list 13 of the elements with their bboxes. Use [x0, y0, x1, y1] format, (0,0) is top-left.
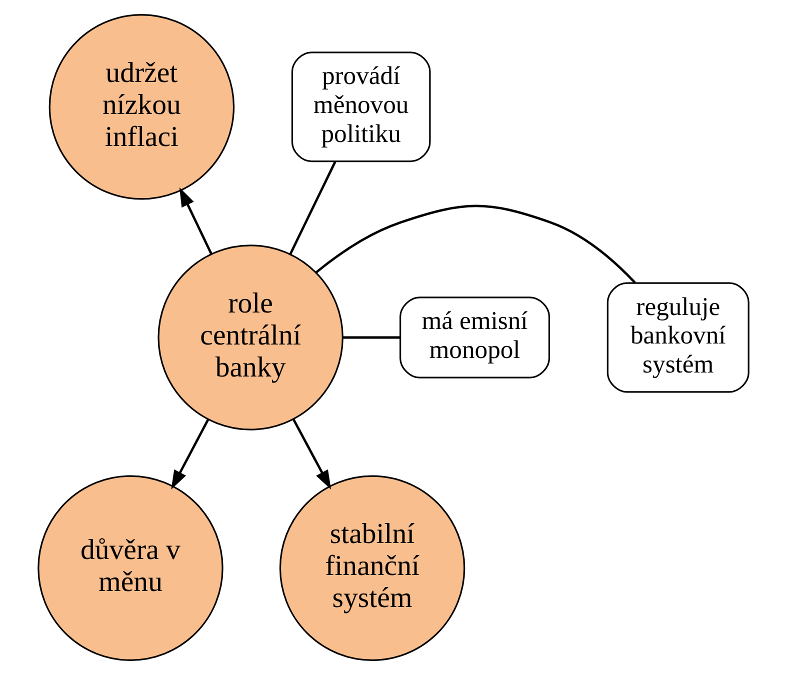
node-box: provádí měnovou politiku	[290, 52, 430, 162]
connector	[314, 204, 636, 284]
connector	[288, 161, 336, 255]
node-circle: stabilní finanční systém	[278, 475, 465, 661]
node-circle: role centrální banky	[157, 244, 343, 430]
node-circle: udržet nízkou inflaci	[48, 14, 234, 200]
node-box: reguluje bankovní systém	[606, 282, 749, 393]
connector	[342, 336, 400, 339]
arrow	[178, 187, 212, 254]
arrow	[170, 418, 209, 490]
arrow	[292, 418, 331, 490]
node-circle: důvěra v měnu	[37, 475, 223, 661]
node-box: má emisní monopol	[399, 296, 550, 378]
